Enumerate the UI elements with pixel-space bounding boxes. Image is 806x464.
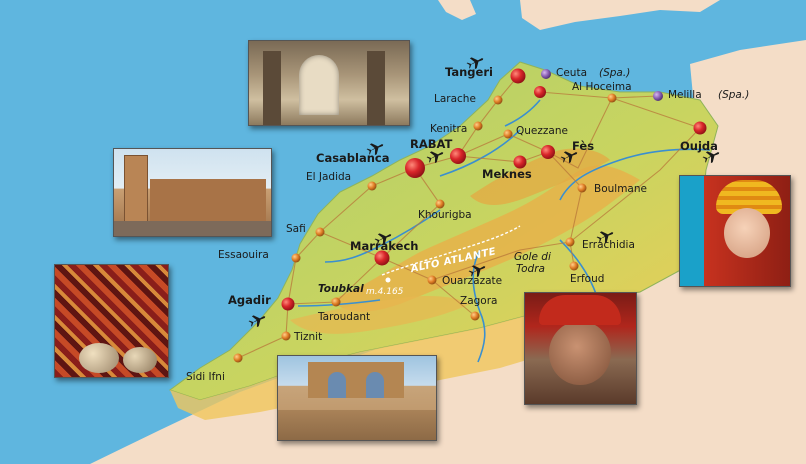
label-ceuta: Ceuta: [556, 67, 587, 79]
photo-carpets: [54, 264, 169, 378]
city-dot-ceuta[interactable]: [541, 69, 551, 79]
label-essaouira: Essaouira: [218, 249, 269, 261]
city-dot-al-hoceima[interactable]: [607, 93, 617, 103]
label-ceuta-note: (Spa.): [599, 67, 630, 79]
city-dot-casablanca[interactable]: [405, 158, 425, 178]
label-taroudant: Taroudant: [317, 311, 370, 323]
label-ouarzazate: Ouarzazate: [442, 275, 502, 287]
label-el-jadida: El Jadida: [306, 171, 351, 183]
city-dot-khourigba[interactable]: [435, 199, 445, 209]
city-dot-essaouira[interactable]: [291, 253, 301, 263]
photo-city-gate: [277, 355, 437, 441]
city-dot-taroudant[interactable]: [331, 297, 341, 307]
city-dot-el-jadida[interactable]: [367, 181, 377, 191]
city-dot-fes[interactable]: [541, 145, 555, 159]
city-dot-erfoud[interactable]: [569, 261, 579, 271]
atlas-mountains: [330, 165, 640, 312]
label-erfoud: Erfoud: [570, 273, 604, 285]
label-peak-height: m.4.165: [366, 287, 404, 297]
label-gole: Gole di: [514, 251, 551, 263]
middle-atlas: [470, 148, 610, 206]
photo-woman-headscarf: [679, 175, 791, 287]
city-dot-meknes[interactable]: [513, 155, 527, 169]
city-dot-zagora[interactable]: [470, 311, 480, 321]
city-dot-larache[interactable]: [493, 95, 503, 105]
label-meknes: Meknes: [482, 167, 532, 181]
label-al-hoceima: Al Hoceima: [572, 81, 632, 93]
photo-mosque-courtyard: [248, 40, 410, 126]
label-khourigba: Khourigba: [418, 209, 472, 221]
city-dots: [233, 68, 707, 363]
label-sidi-ifni: Sidi Ifni: [186, 371, 225, 383]
label-toubkal: Toubkal: [318, 283, 364, 295]
city-dot-oujda[interactable]: [693, 121, 707, 135]
city-dot-ouarzazate[interactable]: [427, 275, 437, 285]
label-safi: Safi: [286, 223, 306, 235]
label-zagora: Zagora: [460, 295, 497, 307]
mountain-route: [381, 225, 521, 276]
city-dot-quezzane[interactable]: [503, 129, 513, 139]
photo-minaret-street: [113, 148, 272, 237]
city-dot-errachidia[interactable]: [565, 237, 575, 247]
label-agadir: Agadir: [228, 293, 271, 307]
city-labels: Tangeri Ceuta (Spa.) Larache Al Hoceima …: [186, 65, 749, 383]
city-dot-agadir[interactable]: [281, 297, 295, 311]
label-errachidia: Errachidia: [582, 239, 635, 251]
city-dot-safi[interactable]: [315, 227, 325, 237]
rivers: [297, 99, 711, 363]
label-melilla: Melilla: [668, 89, 702, 101]
label-tiznit: Tiznit: [293, 331, 322, 343]
label-marrakech: Marrakech: [350, 239, 418, 253]
peak-dot-toubkal: [385, 277, 391, 283]
label-tangeri: Tangeri: [445, 65, 493, 79]
anti-atlas: [290, 296, 470, 334]
city-dot-tiznit[interactable]: [281, 331, 291, 341]
label-oujda: Oujda: [680, 139, 718, 153]
label-rabat: RABAT: [410, 137, 453, 151]
city-dot-tangeri[interactable]: [510, 68, 526, 84]
city-dot-rabat[interactable]: [450, 148, 466, 164]
city-dot-tetouan[interactable]: [534, 86, 546, 98]
city-dot-sidi-ifni[interactable]: [233, 353, 243, 363]
label-kenitra: Kenitra: [430, 123, 467, 135]
city-dot-marrakech[interactable]: [374, 250, 390, 266]
label-larache: Larache: [434, 93, 476, 105]
city-dot-kenitra[interactable]: [473, 121, 483, 131]
label-todra: Todra: [516, 263, 545, 275]
label-casablanca: Casablanca: [316, 151, 390, 165]
spain-land: [438, 0, 720, 30]
photo-old-man: [524, 292, 637, 405]
label-boulmane: Boulmane: [594, 183, 647, 195]
spain-land-left: [438, 0, 476, 20]
city-dot-boulmane[interactable]: [577, 183, 587, 193]
label-quezzane: Quezzane: [516, 125, 568, 137]
city-dot-melilla[interactable]: [653, 91, 663, 101]
label-melilla-note: (Spa.): [718, 89, 749, 101]
label-fes: Fès: [572, 139, 594, 153]
